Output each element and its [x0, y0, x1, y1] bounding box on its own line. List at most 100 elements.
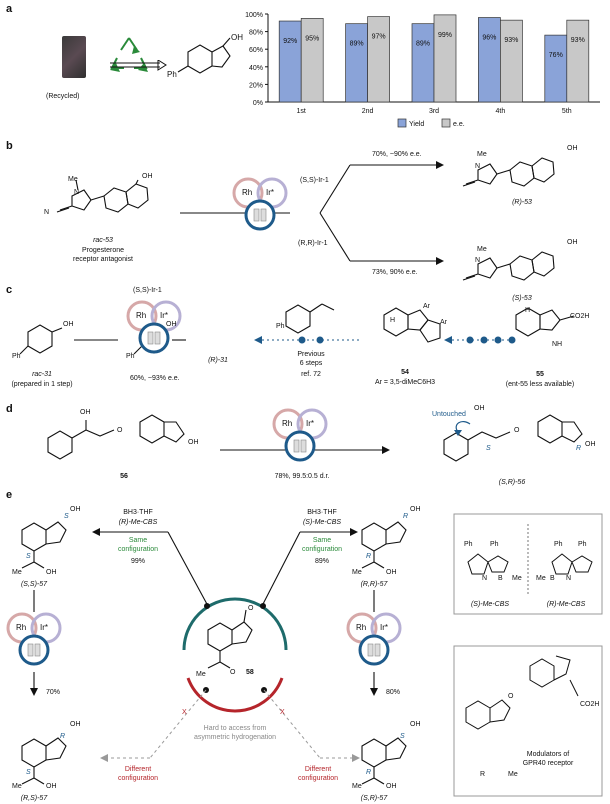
right-reagent-2: (S)-Me-CBS [302, 519, 342, 526]
y-tick-label: 0% [253, 100, 263, 107]
cn-n-label-b: N [44, 209, 50, 216]
compound-55-label: 55 [536, 371, 544, 378]
bar-data-label: 76% [549, 52, 563, 59]
ir-label-e-left: Ir* [40, 623, 48, 632]
panel-label-e: e [6, 489, 13, 501]
legend-swatch [441, 118, 451, 128]
ar-definition: Ar = 3,5-diMeC6H3 [374, 379, 436, 386]
right-same-1: Same [312, 537, 332, 544]
left-reagent-2: (R)-Me-CBS [118, 519, 158, 526]
untouched-label: Untouched [432, 411, 466, 418]
x-tick-label: 1st [297, 108, 306, 115]
oh-label-rr57b: OH [386, 569, 397, 576]
compound-54-label: 54 [401, 369, 409, 376]
x-tick-label: 5th [562, 108, 572, 115]
cbs-s-label: (S)-Me-CBS [470, 601, 510, 608]
y-tick-label: 60% [249, 47, 263, 54]
x-tick-label: 3rd [429, 108, 439, 115]
y-tick-label: 80% [249, 30, 263, 37]
condition-c: 60%, ~93% e.e. [130, 375, 180, 382]
recycled-label: (Recycled) [46, 93, 80, 100]
panel-c-graphics [19, 303, 575, 355]
panel-label-b: b [6, 140, 13, 152]
condition-d: 78%, 99.5:0.5 d.r. [274, 473, 330, 480]
y-tick-label: 40% [249, 65, 263, 72]
s-descriptor-d: S [486, 445, 491, 452]
legend-swatch [397, 118, 407, 128]
gpr40-desc-1: Modulators of [526, 751, 570, 758]
bar-ee [500, 19, 523, 103]
h-label-54: H [390, 317, 396, 324]
o-label-56: O [117, 427, 123, 434]
s-desc-rs57: S [26, 769, 31, 776]
x-mark-left: X [182, 709, 187, 716]
bar-ee [300, 18, 324, 103]
r53-label: (R)-53 [512, 199, 532, 206]
ph-label-r31: Ph [126, 353, 135, 360]
s-desc-ss57b: S [26, 553, 31, 560]
oh-label-s53: OH [567, 239, 578, 246]
s-desc-ss57a: S [64, 513, 69, 520]
s53-label: (S)-53 [512, 295, 532, 302]
ss57-label: (S,S)-57 [20, 581, 48, 588]
hard-access-2: asymmetric hydrogenation [193, 734, 277, 741]
o-label-58b: O [230, 669, 236, 676]
me-label-cbs-s: Me [512, 575, 522, 582]
oh-label-b: OH [142, 173, 153, 180]
top-condition-b: 70%, ~90% e.e. [372, 151, 422, 158]
r-desc-rr57a: R [403, 513, 409, 520]
r-label-gpr40: R [480, 771, 486, 778]
oh-label-r53: OH [567, 145, 578, 152]
oh-label-s56: OH [474, 405, 485, 412]
previous-label: Previous [297, 351, 325, 358]
compound-56-label: 56 [120, 473, 128, 480]
n-label-cbs-s: N [482, 575, 488, 582]
oh-label-ss57b: OH [46, 569, 57, 576]
me-label-s53: Me [477, 246, 487, 253]
co2h-label-gpr40: CO2H [580, 701, 600, 708]
ar-label-1: Ar [423, 303, 430, 310]
oh-label-a: OH [231, 33, 243, 42]
s-desc-sr57: S [400, 733, 405, 740]
hard-access-1: Hard to access from [203, 725, 267, 732]
me-label-sr57: Me [352, 783, 362, 790]
ar-label-2: Ar [440, 319, 447, 326]
left-reagent-1: BH3·THF [123, 509, 153, 516]
o-label-s56: O [514, 427, 520, 434]
r31-label: (R)-31 [208, 357, 228, 364]
recycle-icon [110, 37, 148, 72]
bar-yield [345, 23, 368, 103]
b-label-cbs-r: B [550, 575, 555, 582]
rr-ir1-label-b: (R,R)-Ir-1 [298, 240, 328, 247]
right-diff-2: configuration [297, 775, 339, 782]
nh-label-55: NH [552, 341, 563, 348]
left-diff-2: configuration [117, 775, 159, 782]
rh-label-d: Rh [282, 419, 293, 428]
n-label-b: N [74, 189, 80, 196]
right-yield: 89% [314, 558, 330, 565]
sr57-label: (S,R)-57 [360, 795, 388, 802]
rac53-label: rac-53 [93, 237, 113, 244]
panel-d-graphics [47, 414, 583, 462]
legend-label: e.e. [453, 121, 465, 128]
bar-data-label: 95% [305, 35, 319, 42]
left-same-2: configuration [117, 546, 159, 553]
bar-data-label: 93% [504, 37, 518, 44]
rh-label-c: Rh [136, 311, 147, 320]
rh-ir-catalyst-icon-b [232, 177, 288, 231]
left-yield-2: 70% [46, 689, 61, 696]
me-label-58: Me [196, 671, 206, 678]
x-tick-label: 2nd [362, 108, 374, 115]
left-same-1: Same [128, 537, 148, 544]
bar-yield [411, 23, 435, 103]
rh-ir-catalyst-icon-c [126, 300, 182, 354]
o-label-58: O [248, 605, 254, 612]
oh-label-r31: OH [166, 321, 177, 328]
me-label-cbs-r: Me [536, 575, 546, 582]
oh-label-sr57: OH [410, 721, 421, 728]
ph-label-cbs-s-1: Ph [464, 541, 473, 548]
me-label-b: Me [68, 176, 78, 183]
bar-data-label: 89% [350, 41, 364, 48]
n-label-s53: N [475, 257, 481, 264]
indanol-structure-a [177, 37, 231, 74]
